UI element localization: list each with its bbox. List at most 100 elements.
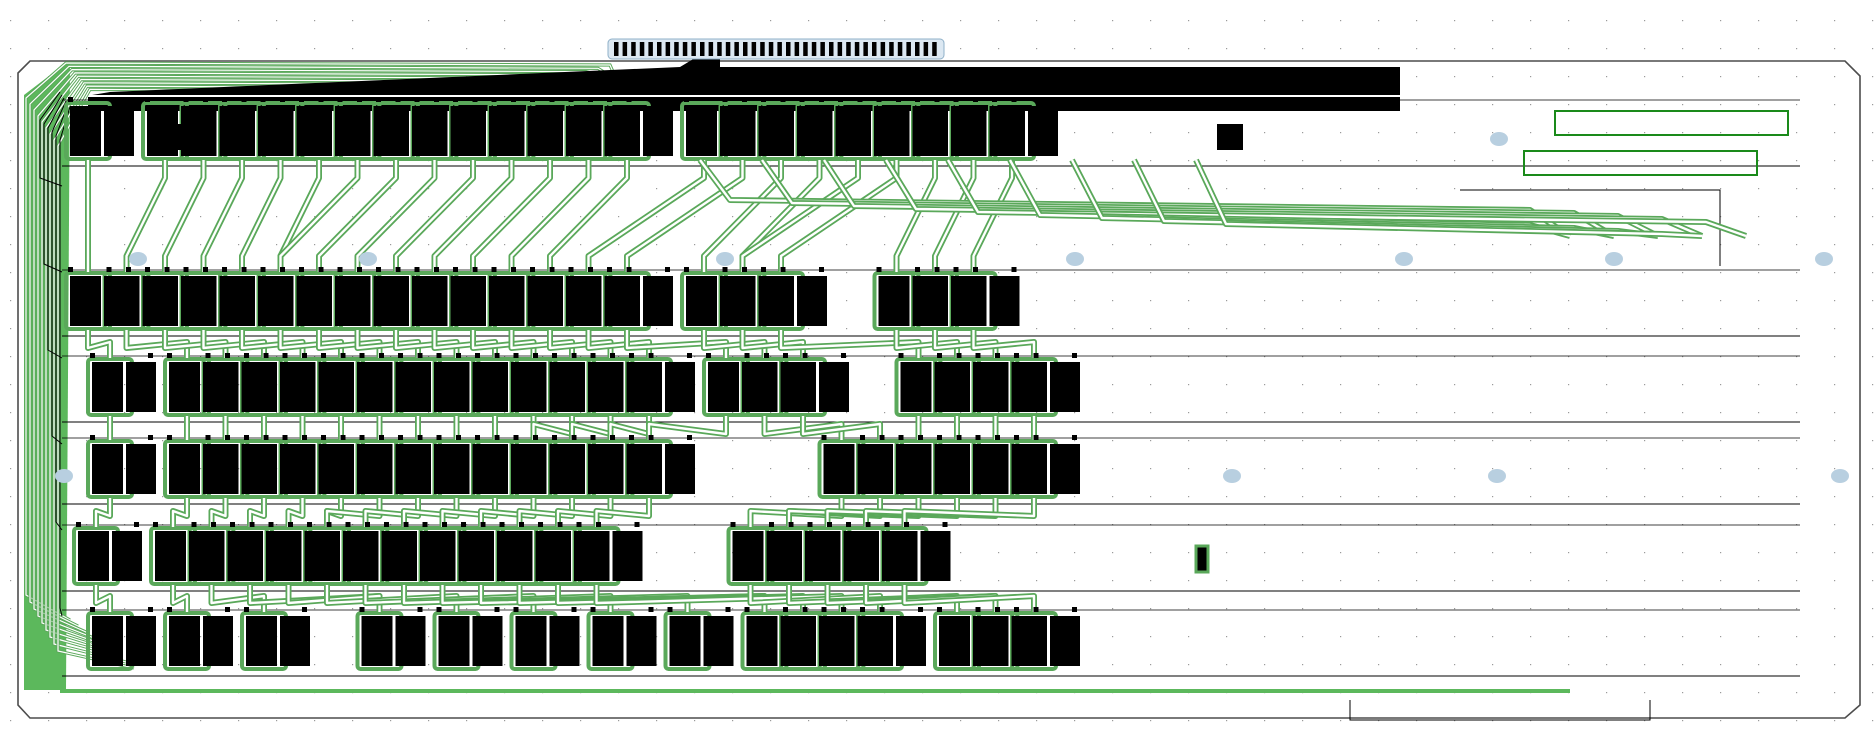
grid-dot: [998, 216, 1000, 218]
grid-dot: [960, 720, 962, 722]
pin-marker: [513, 607, 519, 612]
grid-dot: [1188, 440, 1190, 442]
grid-dot: [1606, 188, 1608, 190]
pin-marker: [995, 353, 1000, 358]
grid-dot: [998, 20, 1000, 22]
pin-marker: [280, 267, 285, 272]
grid-dot: [1720, 636, 1722, 638]
grid-dot: [1872, 132, 1874, 134]
grid-dot: [1264, 48, 1266, 50]
switch-pad-left: [193, 531, 225, 581]
grid-dot: [1530, 132, 1532, 134]
grid-dot: [314, 216, 316, 218]
switch-pad-left: [977, 444, 1009, 494]
pin-marker: [538, 522, 543, 527]
pin-marker: [417, 435, 423, 440]
grid-dot: [656, 272, 658, 274]
grid-dot: [656, 328, 658, 330]
pin-marker: [588, 267, 593, 272]
grid-dot: [162, 636, 164, 638]
switch-pad-left: [554, 444, 585, 494]
pin-marker: [1033, 607, 1039, 612]
small-pad: [1194, 544, 1210, 574]
grid-dot: [238, 48, 240, 50]
column-trace-fill: [171, 498, 189, 527]
pin-marker: [915, 97, 920, 102]
switch-pad-left: [301, 106, 332, 156]
grid-dot: [1150, 664, 1152, 666]
grid-dot: [1492, 160, 1494, 162]
switch-pad-left: [939, 362, 970, 412]
column-trace-fill: [895, 330, 959, 358]
grid-dot: [504, 216, 506, 218]
grid-dot: [1264, 440, 1266, 442]
pin-marker: [456, 353, 461, 358]
grid-dot: [922, 356, 924, 358]
grid-dot: [1872, 356, 1874, 358]
pin-marker: [282, 353, 288, 358]
grid-dot: [1150, 720, 1152, 722]
grid-dot: [390, 20, 392, 22]
pin-marker: [780, 97, 786, 102]
mount-hole: [716, 252, 734, 266]
pin-marker: [596, 522, 601, 527]
grid-dot: [1682, 608, 1684, 610]
pin-marker: [456, 435, 461, 440]
pin-marker: [557, 522, 563, 527]
switch-pad-right: [896, 616, 926, 666]
grid-dot: [1492, 76, 1494, 78]
grid-dot: [352, 720, 354, 722]
grid-dot: [960, 552, 962, 554]
pin-marker: [148, 435, 153, 440]
column-trace-fill: [94, 585, 112, 612]
pin-marker: [379, 353, 384, 358]
pin-marker: [995, 435, 1000, 440]
pin-marker: [280, 97, 285, 102]
grid-dot: [10, 664, 12, 666]
grid-dot: [694, 20, 696, 22]
grid-dot: [10, 692, 12, 694]
column-trace-fill: [587, 330, 651, 358]
grid-dot: [656, 188, 658, 190]
connector-pin: [915, 42, 920, 56]
grid-dot: [1796, 720, 1798, 722]
switch-pad-left: [323, 362, 354, 412]
switch-pad-right: [126, 362, 156, 412]
connector-pin: [863, 42, 868, 56]
pin-marker: [769, 522, 774, 527]
grid-dot: [732, 720, 734, 722]
grid-dot: [770, 720, 772, 722]
pin-marker: [475, 353, 480, 358]
pin-marker: [472, 97, 478, 102]
grid-dot: [1834, 552, 1836, 554]
grid-dot: [1720, 468, 1722, 470]
pin-marker: [167, 607, 172, 612]
grid-dot: [1682, 496, 1684, 498]
grid-dot: [1568, 244, 1570, 246]
grid-dot: [314, 412, 316, 414]
column-trace-fill: [240, 160, 282, 272]
grid-dot: [1188, 48, 1190, 50]
switch-pad-left: [785, 362, 816, 412]
grid-dot: [428, 188, 430, 190]
pin-marker: [222, 267, 227, 272]
grid-dot: [1188, 720, 1190, 722]
switch-pad-left: [455, 106, 486, 156]
grid-dot: [884, 384, 886, 386]
switch-pad-left: [416, 276, 448, 326]
grid-dot: [238, 244, 240, 246]
pin-marker: [359, 353, 365, 358]
grid-dot: [1796, 328, 1798, 330]
grid-dot: [238, 412, 240, 414]
grid-dot: [1606, 244, 1608, 246]
connector-pin: [846, 42, 851, 56]
grid-dot: [1150, 20, 1152, 22]
grid-dot: [1682, 440, 1684, 442]
pin-marker: [379, 435, 384, 440]
pin-marker: [934, 267, 940, 272]
pin-marker: [995, 607, 1000, 612]
column-trace-fill: [240, 330, 304, 358]
switch-pad-left: [339, 106, 371, 156]
grid-dot: [1492, 48, 1494, 50]
bus-black-track: [51, 100, 67, 445]
